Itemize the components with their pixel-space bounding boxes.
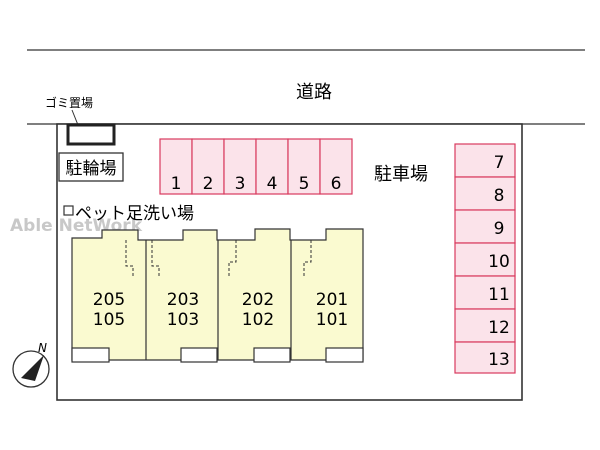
parking-space	[454, 176, 516, 211]
north-arrow-icon	[21, 355, 44, 381]
parking-number: 13	[488, 350, 510, 370]
unit-upper: 203	[167, 290, 199, 310]
pet-wash-marker	[63, 205, 74, 216]
unit-upper: 205	[93, 290, 125, 310]
bicycle-parking	[58, 152, 124, 182]
entrance	[253, 347, 291, 363]
parking-number: 1	[171, 174, 182, 194]
unit-upper: 201	[316, 290, 348, 310]
parking-space	[454, 242, 516, 277]
compass: N	[12, 341, 50, 388]
parking-number: 3	[235, 174, 246, 194]
parking-space	[223, 138, 257, 195]
parking-space	[319, 138, 353, 195]
parking-space	[454, 209, 516, 244]
parking-space	[159, 138, 193, 195]
stairs	[125, 240, 312, 278]
garbage-area	[66, 123, 116, 146]
parking-space	[191, 138, 225, 195]
parking-space	[454, 143, 516, 178]
parking-number: 12	[488, 318, 510, 338]
parking-number: 5	[299, 174, 310, 194]
parking-space	[454, 275, 516, 310]
entrance	[180, 347, 218, 363]
parking-label: 駐車場	[374, 164, 428, 185]
parking-space	[255, 138, 289, 195]
parking-number: 7	[494, 153, 505, 173]
unit-lower: 103	[167, 310, 199, 330]
parking-number: 6	[331, 174, 342, 194]
entrance	[325, 347, 364, 363]
apartment-building: 205 105 203 103 202 102 201 101	[71, 228, 364, 363]
parking-number: 10	[488, 252, 510, 272]
parking-number: 11	[488, 285, 510, 305]
parking-top-row: 1 2 3 4 5 6	[159, 138, 353, 195]
parking-space	[454, 341, 516, 374]
parking-number: 8	[494, 186, 505, 206]
compass-label: N	[38, 341, 47, 355]
parking-number: 4	[267, 174, 278, 194]
garbage-label: ゴミ置場	[45, 95, 93, 110]
road-label: 道路	[296, 82, 332, 103]
parking-number: 2	[203, 174, 214, 194]
unit-lower: 105	[93, 310, 125, 330]
parking-right-column: 7 8 9 10 11 12 13	[454, 143, 516, 374]
parking-number: 9	[494, 219, 505, 239]
entrance	[71, 347, 110, 363]
unit-lower: 101	[316, 310, 348, 330]
pet-wash-label: ペット足洗い場	[75, 204, 194, 224]
bicycle-label: 駐輪場	[66, 159, 117, 179]
unit-upper: 202	[242, 290, 274, 310]
unit-lower: 102	[242, 310, 274, 330]
